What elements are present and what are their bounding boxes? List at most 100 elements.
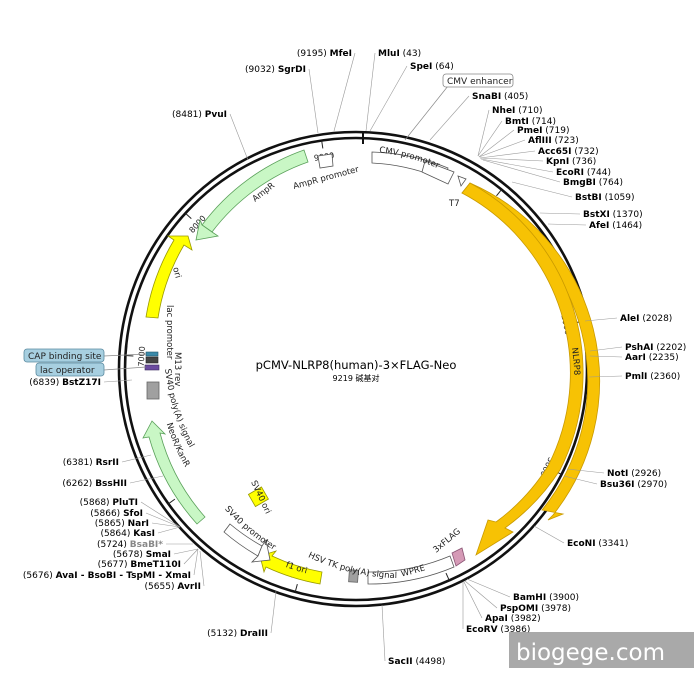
feature-sv40-polya[interactable] [146, 381, 160, 400]
site-leader-line [478, 139, 526, 158]
feature-ampr-promoter[interactable] [317, 153, 334, 169]
site-name: AleI [620, 314, 640, 324]
restriction-site[interactable]: EcoNI (3341) [533, 525, 628, 549]
site-label: Acc65I (732) [538, 147, 599, 157]
restriction-site[interactable]: (5868) PluTI [80, 498, 181, 528]
feature-hsv-tk-polya[interactable] [348, 569, 359, 583]
restriction-site[interactable]: BstBI (1059) [511, 181, 635, 203]
restriction-site[interactable]: AfeI (1464) [547, 221, 642, 231]
site-position: (723) [552, 136, 579, 146]
restriction-site[interactable]: (5724) BsaBI* [97, 540, 193, 550]
restriction-site[interactable]: EcoRI (744) [480, 158, 611, 178]
ring-tick [294, 584, 298, 592]
restriction-site[interactable]: Acc65I (732) [479, 147, 599, 159]
site-leader-line [584, 317, 618, 322]
site-label: BstXI (1370) [583, 210, 643, 220]
cap-binding-site-box: CAP binding site [23, 348, 147, 363]
restriction-site[interactable]: (6262) BssHII [62, 475, 164, 489]
restriction-site[interactable]: NotI (2926) [566, 468, 661, 479]
restriction-site[interactable]: (6839) BstZ17I [29, 378, 133, 388]
restriction-site[interactable]: (6381) RsrII [63, 454, 152, 468]
site-position: (1059) [602, 193, 635, 203]
feature-sv40-promoter[interactable] [223, 523, 271, 563]
restriction-site[interactable]: (9032) SgrDI [245, 65, 319, 134]
site-name: BstZ17I [62, 378, 101, 388]
restriction-site[interactable]: (9195) MfeI [297, 49, 356, 132]
site-position: (1370) [610, 210, 643, 220]
restriction-site[interactable]: (8481) PvuI [172, 110, 249, 161]
restriction-site[interactable]: NheI (710) [477, 106, 542, 157]
feature-wpre[interactable] [367, 555, 455, 585]
site-position: (5655) [145, 582, 178, 592]
site-leader-line [588, 375, 623, 378]
restriction-site[interactable]: SpeI (64) [369, 62, 454, 132]
site-label: MluI (43) [378, 49, 421, 59]
restriction-site[interactable]: PspOMI (3978) [464, 580, 571, 614]
site-position: (744) [584, 168, 611, 178]
site-name: SgrDI [278, 65, 306, 75]
restriction-site[interactable]: (5676) AvaI - BsoBI - TspMI - XmaI [23, 548, 199, 581]
restriction-site[interactable]: (5866) SfoI [90, 509, 181, 528]
site-position: (732) [572, 147, 599, 157]
restriction-site[interactable]: (5864) KasI [100, 526, 181, 539]
restriction-site[interactable]: (5132) DraIII [207, 590, 277, 639]
restriction-site[interactable]: (5655) AvrII [145, 550, 205, 592]
site-name: EcoRV [466, 625, 498, 635]
site-leader-line [463, 581, 483, 619]
site-name: EcoNI [567, 539, 596, 549]
restriction-site[interactable]: SacII (4498) [381, 604, 445, 667]
site-leader-line [365, 52, 376, 132]
site-label: (5132) DraIII [207, 629, 268, 639]
feature-3xflag[interactable] [451, 547, 466, 567]
site-label: (5866) SfoI [90, 509, 143, 519]
site-leader-line [199, 550, 205, 587]
restriction-site[interactable]: AleI (2028) [584, 314, 672, 324]
restriction-site[interactable]: PshAI (2202) [589, 343, 686, 353]
site-label: (6262) BssHII [62, 479, 127, 489]
site-leader-line [533, 525, 565, 544]
restriction-site[interactable]: BamHI (3900) [466, 578, 579, 603]
feature-t7[interactable] [457, 175, 467, 187]
feature-lac-operator[interactable] [144, 364, 160, 371]
feature-cap-site[interactable] [145, 351, 159, 357]
feature-cmv-promoter[interactable] [371, 151, 455, 185]
site-name: AfeI [589, 221, 609, 231]
feature-ampr[interactable] [195, 149, 309, 241]
feature-f1-ori[interactable] [259, 550, 323, 585]
restriction-site[interactable]: (5865) NarI [95, 519, 181, 529]
site-leader-line [429, 95, 470, 141]
restriction-site[interactable]: Bsu36I (2970) [563, 475, 667, 490]
restriction-site[interactable]: ApaI (3982) [463, 581, 541, 624]
restriction-site[interactable]: (5677) BmeT110I [98, 548, 199, 570]
restriction-site[interactable]: SnaBI (405) [429, 92, 528, 141]
restriction-site[interactable]: BmgBI (764) [482, 159, 623, 188]
site-position: (5132) [207, 629, 240, 639]
restriction-site[interactable]: AarI (2235) [589, 353, 679, 363]
site-label: PmlI (2360) [625, 372, 680, 382]
site-leader-line [480, 158, 554, 173]
restriction-site[interactable]: BstXI (1370) [539, 210, 643, 220]
restriction-site[interactable]: BmtI (714) [477, 117, 556, 157]
feature-ori[interactable] [145, 235, 193, 319]
feature-sv40-ori[interactable] [247, 486, 269, 508]
restriction-site[interactable]: PmlI (2360) [588, 372, 680, 382]
site-label: NotI (2926) [607, 469, 661, 479]
restriction-site[interactable]: PmeI (719) [478, 126, 570, 158]
restriction-site[interactable]: (5678) SmaI [113, 548, 199, 560]
site-name: BstXI [583, 210, 610, 220]
restriction-site[interactable]: EcoRV (3986) [462, 582, 530, 635]
restriction-site[interactable]: MluI (43) [365, 49, 421, 132]
site-label: (9032) SgrDI [245, 65, 306, 75]
site-leader-line [369, 65, 408, 132]
restriction-site[interactable]: AflIII (723) [478, 136, 579, 158]
site-leader-line [547, 223, 587, 226]
feature-neor-kanr[interactable] [142, 420, 206, 525]
site-label: (5865) NarI [95, 519, 149, 529]
feature-m13-rev[interactable] [145, 356, 159, 364]
feature-nlrp8[interactable] [461, 182, 601, 556]
site-position: (8481) [172, 110, 205, 120]
ring-tick [185, 212, 192, 220]
site-leader-line [381, 604, 386, 662]
restriction-site[interactable]: KpnI (736) [479, 157, 596, 167]
